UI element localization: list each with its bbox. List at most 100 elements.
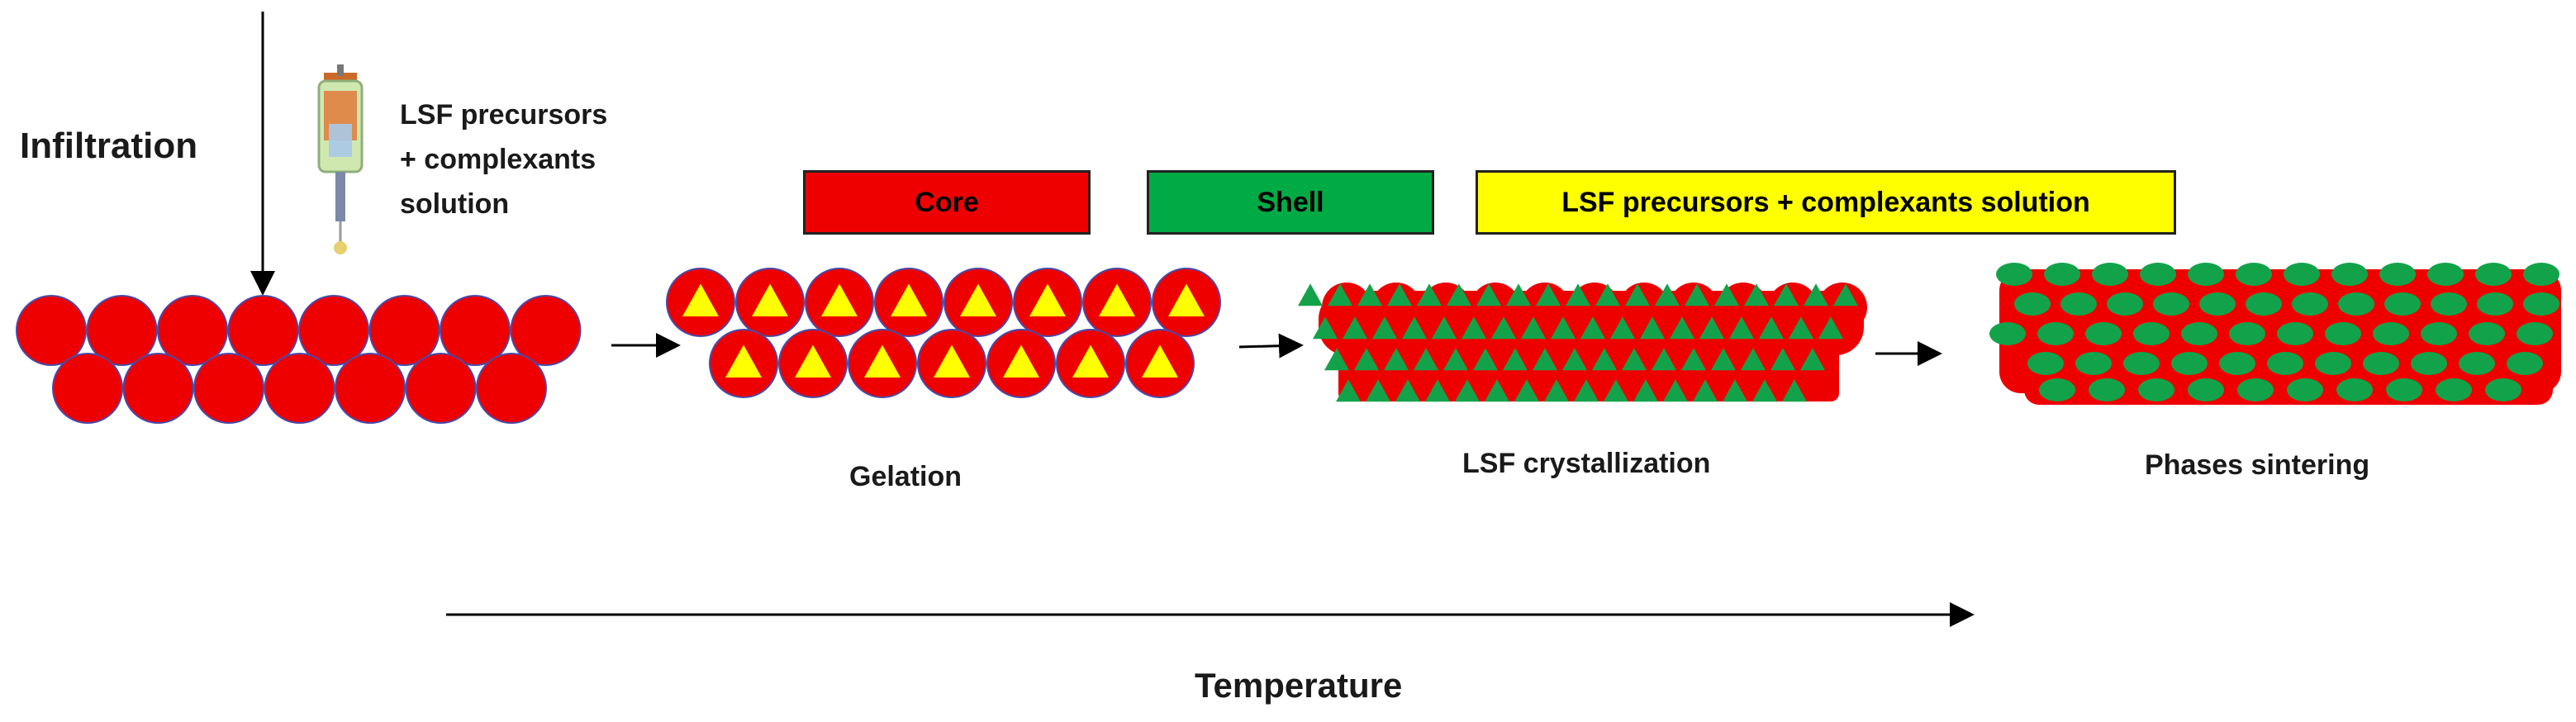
shell-grain <box>2384 292 2421 316</box>
red-particle <box>298 295 369 366</box>
shell-grain <box>2386 378 2422 401</box>
shell-triangle <box>1770 348 1795 371</box>
red-particle <box>227 295 299 366</box>
solution-triangle <box>821 283 858 317</box>
sintering-particles <box>1989 263 2561 405</box>
shell-grain <box>2107 292 2143 316</box>
shell-triangle <box>1759 316 1784 340</box>
shell-triangle <box>1800 348 1825 371</box>
shell-triangle <box>1693 379 1718 402</box>
red-particle <box>476 353 547 424</box>
crystallization-particles <box>1298 283 1867 402</box>
shell-triangle <box>1744 283 1769 306</box>
shell-triangle <box>1833 283 1858 306</box>
shell-triangle <box>1384 348 1409 371</box>
shell-triangle <box>1372 316 1397 340</box>
sintering-label: Phases sintering <box>2145 449 2370 481</box>
shell-grain <box>2427 263 2464 286</box>
shell-triangle <box>1521 316 1546 340</box>
shell-grain <box>2089 378 2125 401</box>
solution-triangle <box>1072 344 1109 378</box>
solution-triangle <box>1168 283 1205 317</box>
solution-triangle <box>960 283 996 317</box>
shell-grain <box>2039 378 2075 401</box>
shell-triangle <box>1491 316 1516 340</box>
shell-triangle <box>1652 348 1676 371</box>
shell-grain <box>2188 378 2224 401</box>
red-particle <box>405 353 477 424</box>
shell-grain <box>2140 263 2176 286</box>
shell-triangle <box>1592 348 1617 371</box>
solution-triangle <box>725 344 762 378</box>
shell-triangle <box>1443 348 1468 371</box>
shell-triangle <box>1366 379 1390 402</box>
shell-triangle <box>1506 283 1531 306</box>
shell-triangle <box>1655 283 1680 306</box>
shell-grain <box>2379 263 2416 286</box>
shell-triangle <box>1723 379 1747 402</box>
shell-grain <box>2331 263 2368 286</box>
precursor-note-line-1: LSF precursors <box>400 99 608 131</box>
solution-triangle <box>934 344 970 378</box>
shell-triangle <box>1476 283 1501 306</box>
red-particle <box>52 353 123 424</box>
shell-grain <box>2284 263 2320 286</box>
shell-triangle <box>1328 283 1352 306</box>
shell-triangle <box>1663 379 1688 402</box>
solution-triangle <box>1142 344 1178 378</box>
solution-triangle <box>864 344 901 378</box>
shell-triangle <box>1387 283 1412 306</box>
red-particle <box>264 353 335 424</box>
precursor-note: LSF precursors + complexants solution <box>400 93 607 226</box>
shell-grain <box>2363 352 2399 375</box>
shell-triangle <box>1473 348 1498 371</box>
shell-triangle <box>1354 348 1379 371</box>
shell-triangle <box>1503 348 1528 371</box>
solution-triangle <box>1003 344 1039 378</box>
shell-grain <box>2229 322 2265 345</box>
shell-triangle <box>1595 283 1620 306</box>
shell-triangle <box>1551 316 1576 340</box>
shell-triangle <box>1357 283 1382 306</box>
solution-triangle <box>891 283 927 317</box>
shell-grain <box>2421 322 2457 345</box>
shell-grain <box>2219 352 2255 375</box>
shell-triangle <box>1640 316 1665 340</box>
shell-grain <box>2459 352 2495 375</box>
solution-triangle <box>682 283 719 317</box>
shell-grain <box>2171 352 2208 375</box>
shell-triangle <box>1544 379 1569 402</box>
shell-triangle <box>1714 283 1739 306</box>
shell-grain <box>2523 263 2559 286</box>
shell-triangle <box>1562 348 1587 371</box>
shell-grain <box>1989 322 2026 345</box>
shell-triangle <box>1533 348 1557 371</box>
shell-triangle <box>1610 316 1635 340</box>
shell-triangle <box>1580 316 1605 340</box>
shell-grain <box>2133 322 2170 345</box>
shell-triangle <box>1711 348 1736 371</box>
shell-grain <box>2469 322 2505 345</box>
shell-triangle <box>1414 348 1438 371</box>
shell-triangle <box>1343 316 1367 340</box>
shell-grain <box>2436 378 2472 401</box>
precursor-note-line-3: solution <box>400 188 510 220</box>
shell-triangle <box>1455 379 1480 402</box>
shell-triangle <box>1425 379 1450 402</box>
gelation-particles <box>666 268 1221 398</box>
shell-triangle <box>1789 316 1813 340</box>
shell-grain <box>2075 352 2112 375</box>
shell-triangle <box>1804 283 1828 306</box>
shell-triangle <box>1604 379 1628 402</box>
shell-grain <box>2044 263 2080 286</box>
shell-grain <box>2292 292 2328 316</box>
shell-grain <box>2181 322 2217 345</box>
shell-triangle <box>1514 379 1539 402</box>
shell-grain <box>2485 378 2521 401</box>
shell-triangle <box>1741 348 1766 371</box>
shell-grain <box>2411 352 2447 375</box>
shell-grain <box>2237 378 2274 401</box>
shell-grain <box>2517 322 2553 345</box>
